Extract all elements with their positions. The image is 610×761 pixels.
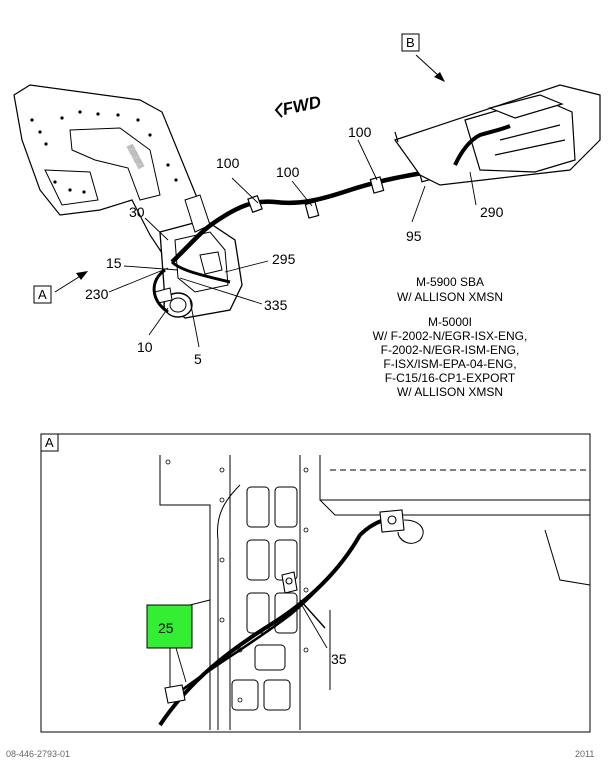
detail-panel-label-box xyxy=(40,433,59,452)
note-line-5: F-2002-N/EGR-ISM-ENG, xyxy=(381,343,520,357)
highlighted-part-25[interactable]: 25 xyxy=(146,604,193,683)
highlight-label-25[interactable]: 25 xyxy=(158,620,174,636)
battery-cable-end xyxy=(453,124,511,166)
callout-290: 290 xyxy=(480,204,504,220)
note-line-2: W/ ALLISON XMSN xyxy=(397,290,503,304)
battery-cable-branch xyxy=(170,260,231,284)
forward-label: FWD xyxy=(281,92,323,119)
detail-view-a: A xyxy=(40,433,591,733)
callout-295: 295 xyxy=(272,251,296,267)
view-ref-b: B xyxy=(401,33,445,82)
callout-335: 335 xyxy=(264,297,288,313)
view-ref-b-label: B xyxy=(406,35,415,50)
callout-30: 30 xyxy=(129,204,145,220)
callout-100-mid: 100 xyxy=(276,164,300,180)
callout-95: 95 xyxy=(406,228,422,244)
frame-lower-cutout xyxy=(44,169,99,206)
note-line-8: W/ ALLISON XMSN xyxy=(397,385,503,399)
applicability-notes: M-5900 SBA W/ ALLISON XMSN M-5000I W/ F-… xyxy=(373,275,528,399)
note-line-6: F-ISX/ISM-EPA-04-ENG, xyxy=(383,357,516,371)
callout-100-right: 100 xyxy=(348,124,372,140)
note-line-3: M-5000I xyxy=(428,315,472,329)
forward-arrow-icon xyxy=(274,102,283,118)
footer-right: 2011 xyxy=(575,749,594,759)
callout-35: 35 xyxy=(331,651,347,667)
forward-direction-indicator: FWD xyxy=(274,92,323,119)
view-ref-a: A xyxy=(33,271,88,304)
callout-100-left: 100 xyxy=(216,155,240,171)
detail-terminal xyxy=(164,509,424,704)
detail-cable-second xyxy=(181,537,360,691)
callout-5: 5 xyxy=(194,351,202,367)
main-assembly-view: ▒▒▒▒▒▒ xyxy=(13,33,601,399)
footer-left: 08-446-2793-01 xyxy=(6,749,70,759)
note-line-7: F-C15/16-CP1-EXPORT xyxy=(385,371,516,385)
detail-panel-frame xyxy=(40,433,591,733)
frame-rivets xyxy=(30,110,178,194)
callout-230: 230 xyxy=(85,286,109,302)
frame-cutout xyxy=(69,127,161,201)
detail-leader-35 xyxy=(299,601,328,649)
callout-15: 15 xyxy=(106,255,122,271)
callouts xyxy=(108,139,477,348)
callout-10: 10 xyxy=(137,339,153,355)
note-line-4: W/ F-2002-N/EGR-ISX-ENG, xyxy=(373,329,528,343)
note-line-1: M-5900 SBA xyxy=(416,275,484,289)
highlight-box-25[interactable] xyxy=(146,604,193,649)
cable-lower-loop xyxy=(152,268,169,314)
highlight-leader-25 xyxy=(175,647,187,683)
battery-box xyxy=(394,84,601,186)
detail-panel-label: A xyxy=(45,435,54,450)
view-ref-a-label: A xyxy=(38,287,47,302)
